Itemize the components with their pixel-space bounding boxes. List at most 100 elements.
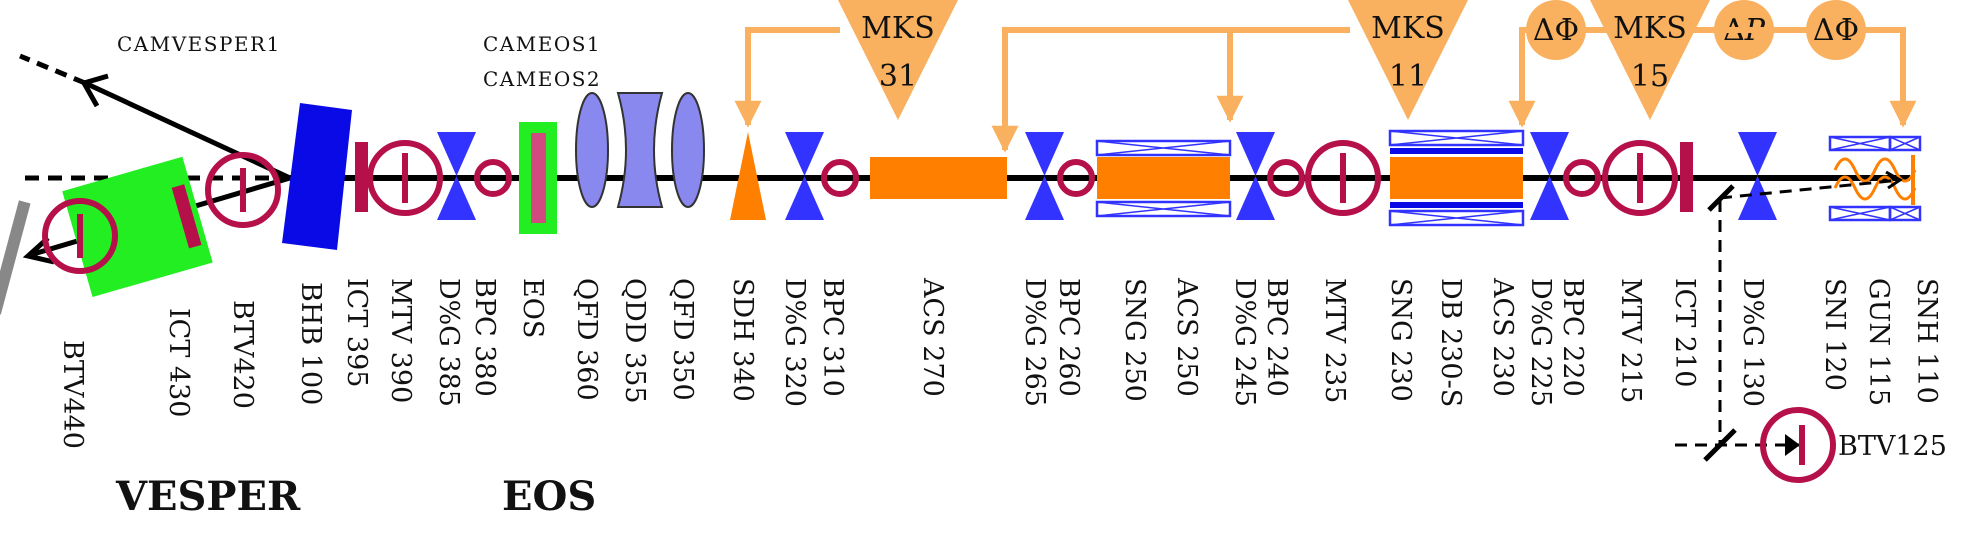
sng230-coil-bottom: [1389, 210, 1524, 226]
dg130-diagnostic: [1738, 132, 1777, 220]
label-ict395: ICT 395: [341, 278, 372, 387]
mtv390-screen: [367, 140, 443, 216]
sng230-coil-top: [1389, 130, 1524, 146]
label-sng250: SNG 250: [1119, 278, 1150, 402]
label-dg225: D%G 225: [1525, 278, 1556, 407]
mks11-number: 11: [1389, 59, 1427, 94]
dphi-label-right: ΔΦ: [1813, 13, 1859, 48]
label-acs230: ACS 230: [1487, 277, 1518, 397]
laser-line-to-gun: [1719, 178, 1901, 200]
snh110-solenoid-top: [1888, 135, 1922, 152]
sdh340-cathode: [730, 132, 766, 220]
vesper-branch-arrowhead: [22, 236, 55, 265]
dg320-diagnostic: [785, 132, 824, 220]
qfd360-quadrupole: [575, 92, 609, 208]
label-acs250: ACS 250: [1171, 277, 1202, 397]
sng230-solenoid-bottom: [1388, 209, 1525, 227]
sni120-coil-top: [1829, 136, 1891, 151]
label-bhb100: BHB 100: [295, 282, 326, 405]
label-dg130: D%G 130: [1737, 278, 1768, 407]
camvesper-arrow-line: [83, 80, 292, 181]
label-dg320: D%G 320: [779, 278, 810, 407]
bpc380-monitor: [474, 159, 512, 197]
qdd355-quadrupole: [616, 92, 664, 208]
label-acs270: ACS 270: [917, 277, 948, 397]
acs230-accelerator: [1390, 157, 1523, 199]
label-qdd355: QDD 355: [619, 278, 650, 404]
bpc260-monitor: [1057, 159, 1095, 197]
dphi-node-left: [1526, 0, 1586, 60]
sng250-coil-bottom: [1096, 201, 1231, 217]
feedback-line-mks31: [734, 27, 840, 128]
label-ict430: ICT 430: [163, 308, 194, 417]
cameos2-label: CAMEOS2: [483, 67, 601, 91]
cameos1-label: CAMEOS1: [483, 32, 601, 56]
label-sni120: SNI 120: [1819, 278, 1850, 391]
dg245-diagnostic: [1236, 132, 1275, 220]
label-bpc260: BPC 260: [1053, 278, 1084, 397]
btv440-mirror: [0, 200, 31, 315]
beamline-components: [355, 92, 1922, 234]
mks11: MKS 11: [1348, 0, 1468, 120]
mks15-triangle: [1590, 0, 1710, 120]
feedback-line-mks15-left: [1508, 27, 1536, 128]
label-gun115: GUN 115: [1863, 278, 1894, 406]
label-btv420: BTV420: [227, 300, 258, 409]
label-mtv215: MTV 215: [1615, 278, 1646, 403]
btv440-screen: [42, 198, 118, 274]
snh110-coil-top: [1889, 136, 1921, 151]
qfd350-quadrupole: [671, 92, 705, 208]
mks15-number: 15: [1631, 59, 1669, 94]
bpc310-monitor: [821, 159, 859, 197]
label-mtv235: MTV 235: [1319, 278, 1350, 403]
acs250-accelerator: [1097, 157, 1230, 199]
gun115-rf-cavity-lower: [1833, 175, 1917, 201]
vesper-title: VESPER: [115, 473, 301, 520]
feedback-nodes: ΔΦ ΔP ΔΦ: [1526, 0, 1866, 60]
ict210-bar: [1680, 142, 1693, 212]
label-db230s: DB 230-S: [1435, 278, 1466, 407]
eos-crystal: [531, 133, 546, 223]
acs270-accelerator: [870, 157, 1007, 199]
mks31: MKS 31: [838, 0, 958, 120]
dphi-label-left: ΔΦ: [1533, 13, 1579, 48]
laser-arrowhead: [1885, 170, 1903, 190]
ict430-bar: [171, 184, 202, 249]
camvesper-dashed: [19, 53, 86, 86]
mtv235-screen: [1305, 140, 1381, 216]
feedback-line-mks11-left: [991, 27, 1350, 153]
db230s-bucking-top: [1390, 148, 1523, 154]
label-btv440: BTV440: [57, 340, 88, 449]
camvesper1-label: CAMVESPER1: [117, 32, 281, 56]
laser-path: BTV125: [1675, 170, 1947, 483]
label-ict210: ICT 210: [1669, 278, 1700, 387]
sni120-coil-bottom: [1829, 206, 1891, 221]
label-dg385: D%G 385: [433, 278, 464, 407]
label-bpc220: BPC 220: [1557, 278, 1588, 397]
mks11-triangle: [1348, 0, 1468, 120]
label-dg265: D%G 265: [1019, 278, 1050, 407]
label-bpc310: BPC 310: [817, 278, 848, 397]
mks31-number: 31: [879, 59, 917, 94]
mtv215-screen: [1602, 140, 1678, 216]
label-sng230: SNG 230: [1385, 278, 1416, 402]
sng230-solenoid-top: [1388, 129, 1525, 147]
dg265-diagnostic: [1025, 132, 1064, 220]
mks11-name: MKS: [1371, 11, 1445, 46]
btv420-screen: [205, 152, 281, 228]
vesper-components: [0, 103, 352, 315]
label-snh110: SNH 110: [1911, 278, 1942, 404]
label-dg245: D%G 245: [1229, 278, 1260, 407]
mks15: MKS 15: [1590, 0, 1710, 120]
label-bpc380: BPC 380: [469, 278, 500, 397]
label-bpc240: BPC 240: [1261, 278, 1292, 397]
bpc240-monitor: [1267, 159, 1305, 197]
ict395-bar: [355, 142, 368, 212]
dg385-diagnostic: [437, 132, 476, 220]
snh110-coil-bottom: [1889, 206, 1921, 221]
label-qfd360: QFD 360: [571, 278, 602, 401]
component-labels: BTV440 ICT 430 BTV420 BHB 100 ICT 395 MT…: [57, 277, 1942, 449]
mks15-name: MKS: [1613, 11, 1687, 46]
btv125-arrowhead: [1785, 434, 1800, 456]
